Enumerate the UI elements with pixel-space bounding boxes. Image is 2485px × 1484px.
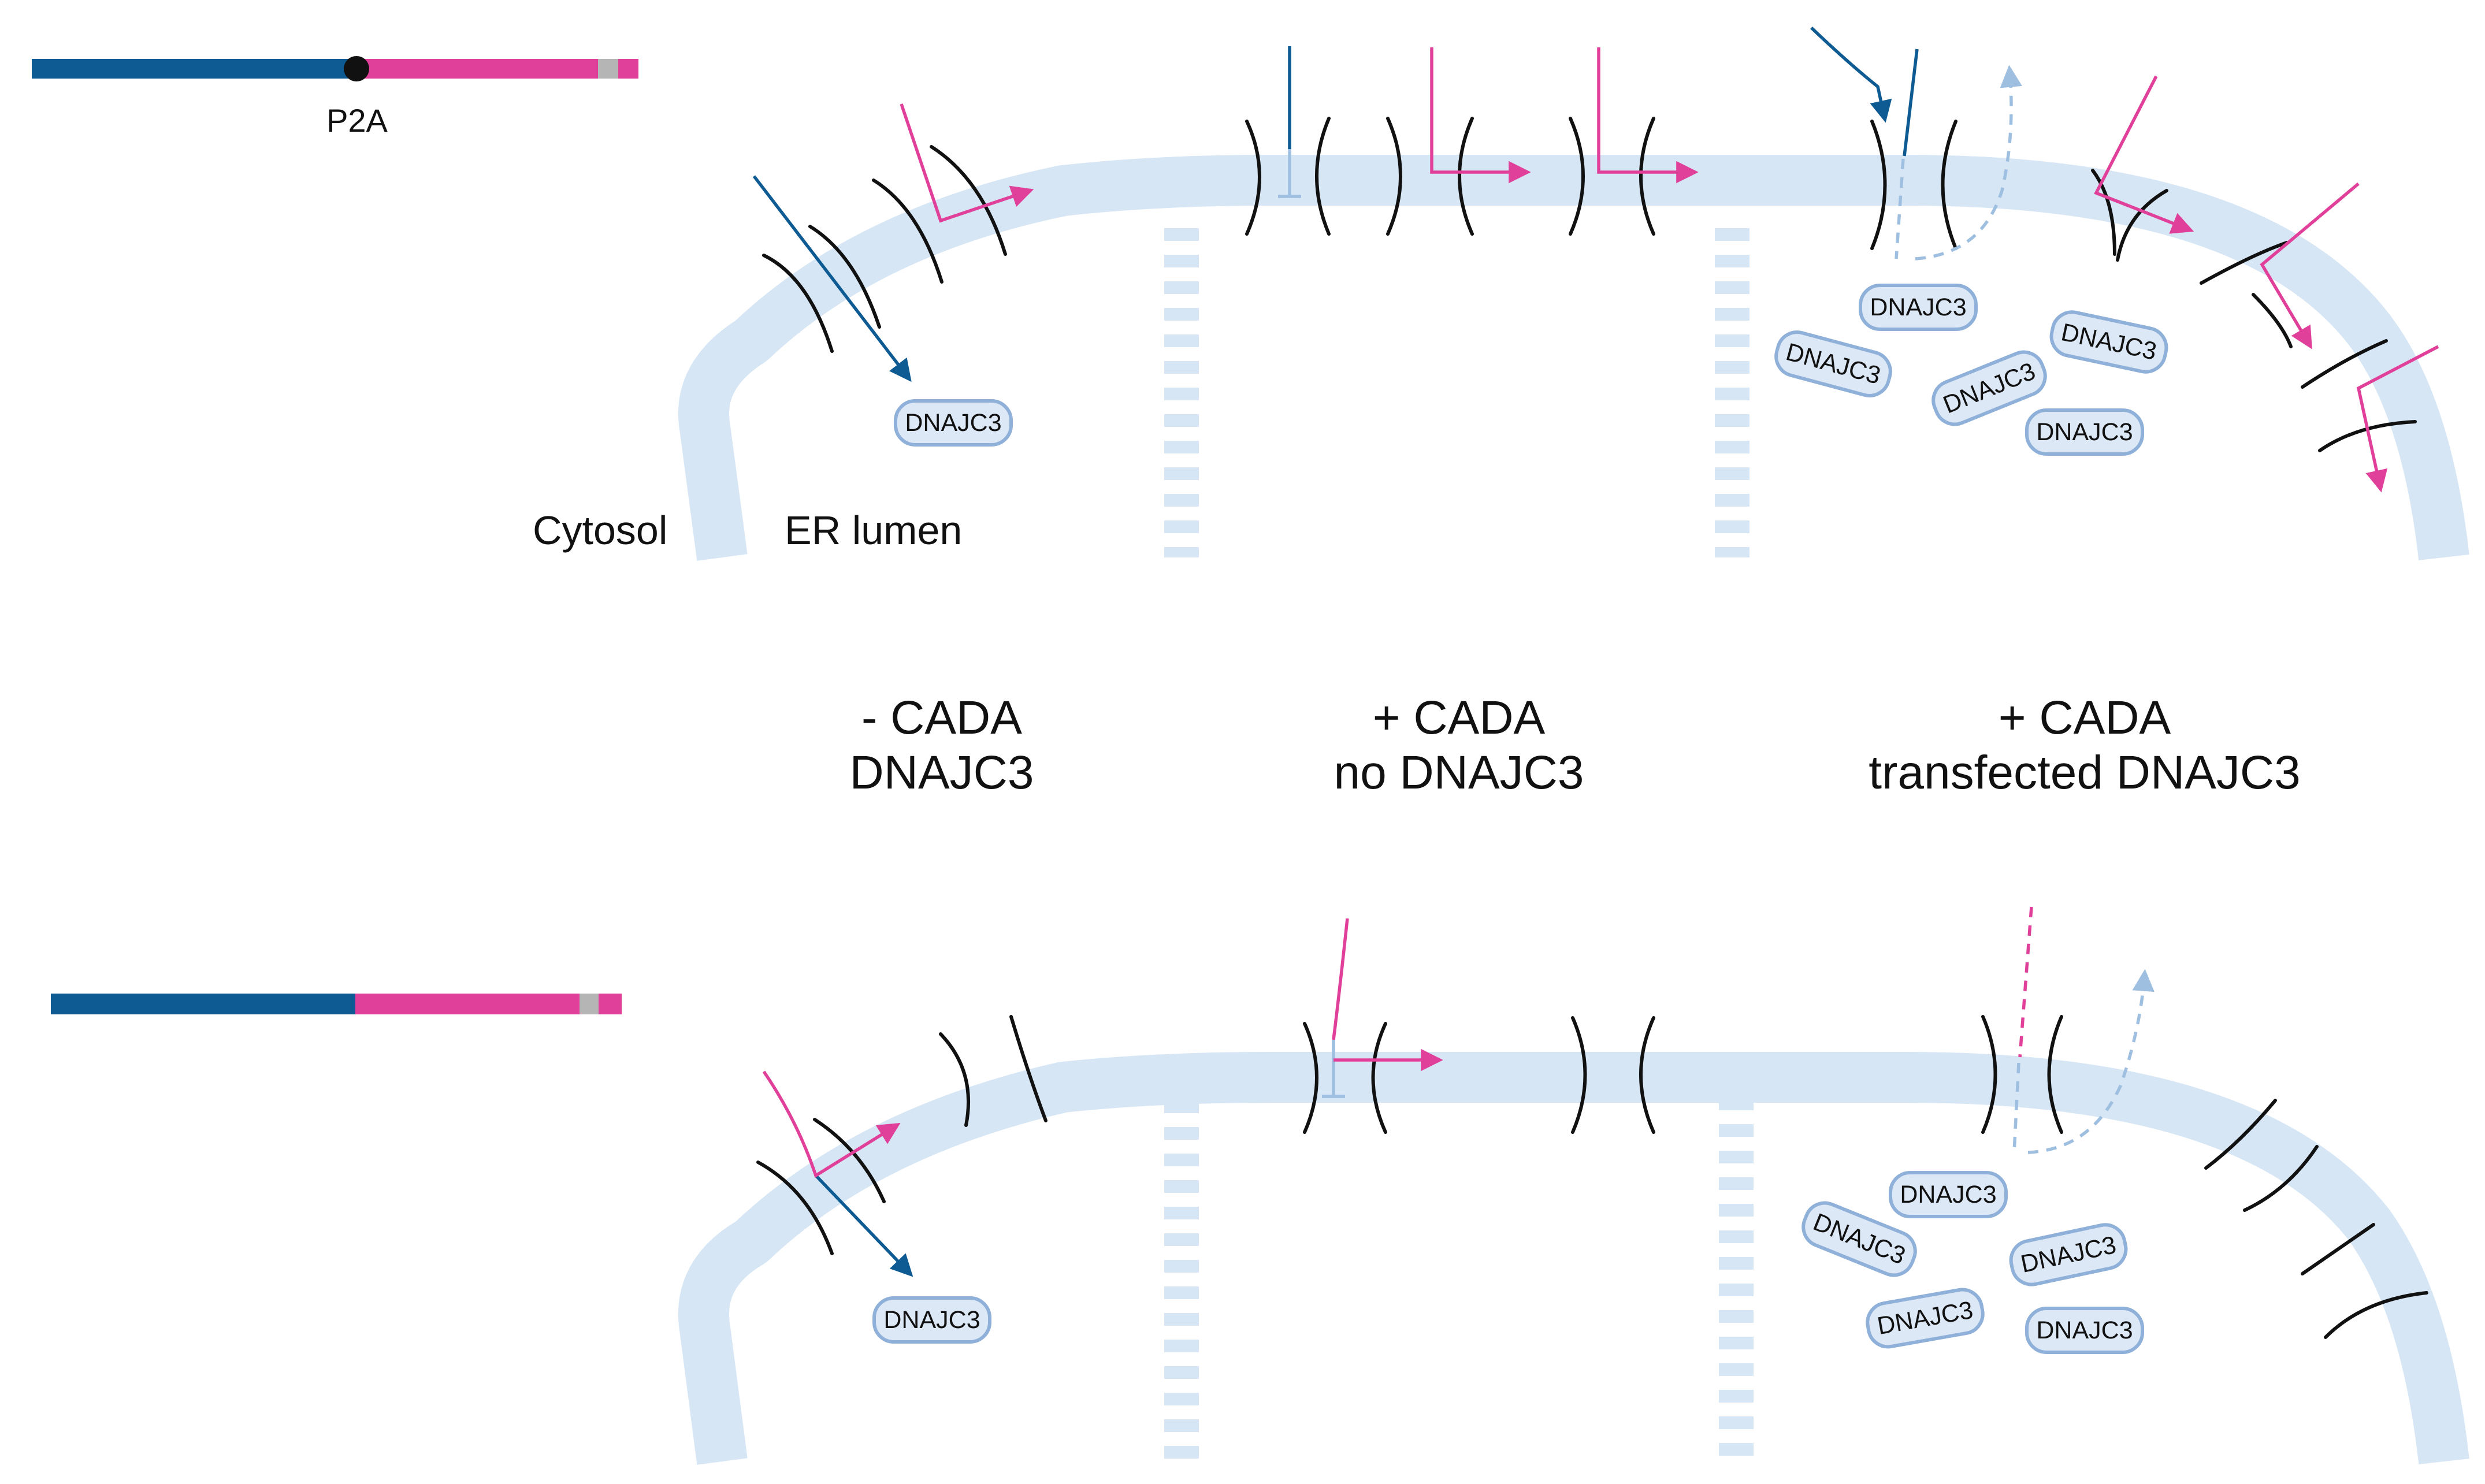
translocon-channel — [2301, 1223, 2375, 1275]
translocon-channel — [1245, 120, 1261, 236]
svg-text:DNAJC3: DNAJC3 — [2036, 418, 2133, 446]
er-membrane-top — [678, 155, 2469, 561]
dnajc3-protein-pill: DNAJC3 — [1889, 1171, 2008, 1218]
construct-top-pink-end — [618, 59, 638, 79]
bottom-panel-cada-no-dnajc3 — [1303, 918, 1655, 1134]
dnajc3-protein-pill: DNAJC3 — [2025, 1307, 2144, 1354]
dnajc3-protein-pill: DNAJC3 — [1859, 284, 1978, 331]
condition-labels: - CADA DNAJC3 + CADA no DNAJC3 + CADA tr… — [850, 691, 2301, 799]
translocon-channel — [2301, 339, 2388, 389]
degraded-signal-peptide — [2018, 906, 2033, 1058]
condition-3-line2: transfected DNAJC3 — [1869, 746, 2300, 799]
translocon-channel — [930, 145, 1007, 256]
p2a-label: P2A — [326, 102, 388, 139]
translocon-channel — [1458, 117, 1474, 236]
condition-2-line1: + CADA — [1373, 691, 1546, 744]
translocon-channel — [2091, 169, 2116, 256]
construct-bottom-grey-tag — [580, 994, 599, 1014]
translocon-channel — [1870, 120, 1887, 250]
construct-bottom-pink-segment — [355, 994, 580, 1014]
translocon-channel — [2243, 1145, 2319, 1212]
svg-text:DNAJC3: DNAJC3 — [2036, 1316, 2133, 1344]
translocon-channel — [762, 254, 834, 353]
er-membrane-bottom — [678, 1052, 2469, 1465]
translocon-channel — [2252, 293, 2293, 348]
condition-1-line1: - CADA — [861, 691, 1022, 744]
translocon-channel — [2200, 241, 2289, 285]
condition-1-line2: DNAJC3 — [850, 746, 1034, 799]
translocon-channel — [1571, 1016, 1587, 1134]
construct-bottom-pink-end — [599, 994, 622, 1014]
bottom-panel-no-cada — [756, 1015, 1048, 1277]
degraded-signal-peptide — [1895, 158, 1905, 259]
translocon-channel — [1639, 1016, 1655, 1134]
translocon-channel — [872, 178, 944, 284]
cytosol-label: Cytosol — [533, 508, 667, 553]
construct-top: P2A — [32, 56, 638, 139]
condition-3-line1: + CADA — [1999, 691, 2171, 744]
translocon-channel — [2047, 1015, 2063, 1134]
blocked-signal-peptide — [1332, 918, 1349, 1040]
top-panel-cada-transfected — [1810, 27, 2439, 493]
condition-2-line2: no DNAJC3 — [1334, 746, 1584, 799]
er-lumen-label: ER lumen — [785, 508, 962, 553]
dnajc3-protein-pill: DNAJC3 — [2025, 408, 2144, 456]
construct-top-grey-tag — [598, 59, 618, 79]
signal-peptide-arrow — [900, 103, 1034, 223]
translocon-channel — [939, 1032, 971, 1127]
svg-text:DNAJC3: DNAJC3 — [883, 1306, 980, 1334]
translocon-channel — [1303, 1022, 1318, 1134]
signal-peptide-arrow — [2094, 75, 2194, 234]
construct-top-blue-segment — [32, 59, 355, 79]
translocon-channel — [1941, 120, 1957, 250]
membrane-top — [678, 155, 2469, 561]
construct-bottom-blue-segment — [51, 994, 355, 1014]
translocon-channel — [1569, 117, 1585, 236]
translocon-channel — [1386, 117, 1402, 236]
translocon-channel — [1009, 1015, 1048, 1122]
dnajc3-protein-pill: DNAJC3 — [1866, 1288, 1985, 1349]
membrane-bottom — [678, 1052, 2469, 1465]
degraded-signal-peptide-faint — [2012, 1062, 2020, 1153]
dnajc3-protein-pill: DNAJC3 — [894, 399, 1013, 447]
translocon-channel — [1639, 117, 1655, 236]
signal-peptide-arrow — [762, 1070, 901, 1178]
bottom-panel-cada-transfected — [1981, 906, 2428, 1339]
dnajc3-proteins: DNAJC3 DNAJC3 DNAJC3 DNAJC3 DNAJC3 DNAJC… — [872, 284, 2168, 1354]
svg-text:DNAJC3: DNAJC3 — [1900, 1181, 1996, 1208]
signal-peptide-arrow — [752, 175, 912, 382]
top-panel-cada-no-dnajc3 — [1245, 46, 1699, 236]
dnajc3-protein-pill: DNAJC3 — [2049, 310, 2168, 374]
translocon-channel — [808, 225, 881, 329]
translocon-channel — [2116, 189, 2168, 262]
signal-peptide-line — [1903, 49, 1919, 157]
signal-peptide-arrow — [2356, 345, 2439, 493]
signal-peptide-arrow — [1597, 47, 1699, 184]
signal-peptide-arrow — [1430, 47, 1531, 184]
dnajc3-protein-pill: DNAJC3 — [1774, 330, 1892, 397]
construct-bottom — [51, 994, 622, 1014]
signal-peptide-arrow — [815, 1174, 913, 1277]
dnajc3-protein-pill: DNAJC3 — [872, 1296, 991, 1344]
p2a-linker-dot — [344, 56, 369, 81]
translocon-channel — [1371, 1022, 1387, 1134]
translocon-channel — [2318, 420, 2417, 452]
translocon-channel — [2324, 1291, 2428, 1339]
translocon-channel — [813, 1118, 886, 1203]
signal-peptide-arrow — [1810, 27, 1892, 123]
retrotranslocation-arrow — [2027, 969, 2155, 1154]
translocon-channel — [1315, 117, 1331, 236]
signal-peptide-arrow — [2260, 182, 2360, 349]
top-panel-no-cada — [752, 103, 1034, 382]
translocon-channel — [756, 1161, 834, 1255]
svg-text:DNAJC3: DNAJC3 — [905, 409, 1001, 437]
svg-text:DNAJC3: DNAJC3 — [1870, 293, 1966, 321]
translocon-channel — [1981, 1015, 1997, 1134]
dnajc3-protein-pill: DNAJC3 — [2009, 1223, 2128, 1286]
translocon-channel — [2204, 1099, 2277, 1170]
retrotranslocation-arrow — [1915, 65, 2022, 261]
construct-top-pink-segment — [364, 59, 598, 79]
